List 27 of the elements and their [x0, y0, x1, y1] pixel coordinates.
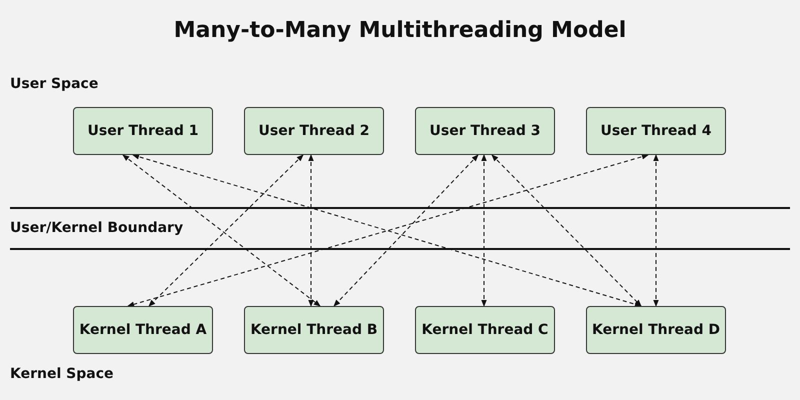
arrow: [122, 154, 321, 307]
thread-label: User Thread 1: [88, 123, 198, 139]
thread-label: User Thread 4: [600, 123, 712, 139]
arrow: [333, 154, 479, 307]
thread-label: Kernel Thread A: [79, 322, 207, 338]
arrow: [653, 154, 659, 307]
thread-label: Kernel Thread B: [250, 322, 378, 338]
thread-box: [73, 306, 213, 354]
region-label: User/Kernel Boundary: [10, 220, 184, 236]
arrow: [308, 154, 314, 307]
region-label: User Space: [10, 76, 98, 92]
thread-label: User Thread 3: [430, 123, 540, 139]
thread-label: Kernel Thread C: [422, 322, 548, 338]
thread-label: User Thread 2: [258, 123, 370, 139]
thread-box: [244, 107, 384, 155]
thread-box: [415, 107, 555, 155]
thread-box: [586, 107, 726, 155]
thread-box: [244, 306, 384, 354]
thread-label: Kernel Thread D: [592, 322, 720, 338]
thread-box: [586, 306, 726, 354]
region-label: Kernel Space: [10, 366, 114, 382]
arrow: [481, 154, 487, 307]
thread-box: [73, 107, 213, 155]
arrow: [148, 154, 304, 307]
arrow: [491, 154, 642, 307]
thread-box: [415, 306, 555, 354]
diagram-title: Many-to-Many Multithreading Model: [172, 18, 628, 43]
